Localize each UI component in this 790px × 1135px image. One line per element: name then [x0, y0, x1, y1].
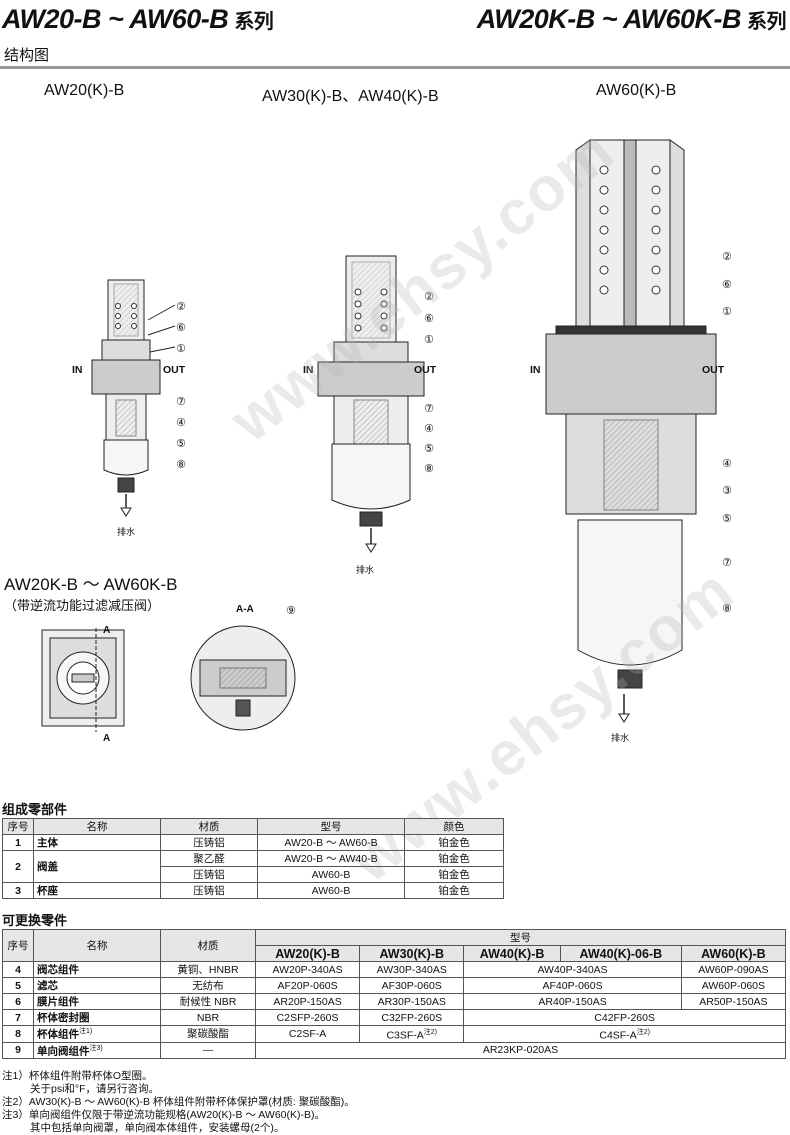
- drain-label-aw60: 排水: [611, 732, 629, 743]
- diagram-k-top-view: [41, 628, 125, 732]
- in-label-aw60: IN: [530, 364, 541, 376]
- table-row: 9 单向阀组件注3) — AR23KP-020AS: [2, 1041, 786, 1059]
- table-header-row: 序号 名称 材质 型号 颜色: [2, 818, 504, 835]
- parts-table-title: 组成零部件: [2, 802, 68, 817]
- table-row: 5 滤芯 无纺布 AF20P-060S AF30P-060S AF40P-060…: [2, 977, 787, 994]
- callouts-aw30-40: ② ⑥ ① ⑦ ④ ⑤ ⑧: [424, 291, 434, 475]
- svg-text:⑤: ⑤: [722, 513, 732, 525]
- model-caption-aw20: AW20(K)-B: [44, 82, 125, 99]
- svg-text:⑥: ⑥: [176, 322, 186, 334]
- table-row: 压铸铝 AW60-B 铂金色: [3, 866, 504, 883]
- replace-table: 序号 名称 材质 型号 AW20(K)-B AW30(K)-B AW40(K)-…: [2, 929, 787, 1059]
- table-header-row: AW20(K)-B AW30(K)-B AW40(K)-B AW40(K)-06…: [3, 945, 787, 962]
- k-variant-subtitle: （带逆流功能过滤减压阀）: [4, 598, 161, 613]
- callouts-aw20: ② ⑥ ① ⑦ ④ ⑤ ⑧: [147, 301, 186, 471]
- note-2: 注2）AW30(K)-B ～ AW60(K)-B 杯体组件附带杯体保护罩(材质:…: [2, 1096, 355, 1108]
- svg-text:④: ④: [424, 423, 434, 435]
- diagram-aw30-40: [317, 255, 425, 553]
- svg-text:⑧: ⑧: [722, 603, 732, 615]
- table-row: 8 杯体组件注1) 聚碳酸酯 C2SF-A C3SF-A注2) C4SF-A注2…: [2, 1025, 786, 1043]
- section-subtitle: 结构图: [4, 47, 50, 64]
- out-label-aw30: OUT: [414, 364, 437, 376]
- drain-label-aw20: 排水: [117, 526, 135, 537]
- note-1-cont: 关于psi和°F，请另行咨询。: [30, 1083, 160, 1095]
- in-label-aw20: IN: [72, 364, 83, 376]
- table-row: 7 杯体密封圈 NBR C2SFP-260S C32FP-260S C42FP-…: [2, 1009, 786, 1026]
- svg-text:⑦: ⑦: [722, 557, 732, 569]
- note-3: 注3）单向阀组件仅限于带逆流功能规格(AW20(K)-B ～ AW60(K)-B…: [2, 1109, 325, 1121]
- out-label-aw60: OUT: [702, 364, 725, 376]
- svg-text:⑥: ⑥: [424, 313, 434, 325]
- svg-text:④: ④: [722, 458, 732, 470]
- table-row: 6 膜片组件 耐候性 NBR AR20P-150AS AR30P-150AS A…: [2, 993, 787, 1010]
- svg-text:⑤: ⑤: [424, 443, 434, 455]
- callout-9: ⑨: [286, 605, 296, 617]
- structure-diagrams: IN OUT IN OUT IN OUT 排水 排水 排水 A-A A A ② …: [41, 139, 732, 744]
- svg-text:⑦: ⑦: [176, 396, 186, 408]
- table-row: 3 杯座 压铸铝 AW60-B 铂金色: [2, 882, 504, 899]
- table-row: 4 阀芯组件 黄铜、HNBR AW20P-340AS AW30P-340AS A…: [2, 961, 787, 978]
- svg-text:⑧: ⑧: [176, 459, 186, 471]
- svg-text:①: ①: [722, 306, 732, 318]
- parts-table: 序号 名称 材质 型号 颜色 1 主体 压铸铝 AW20-B ～ AW60-B …: [2, 818, 504, 899]
- svg-text:①: ①: [424, 334, 434, 346]
- replace-table-title: 可更换零件: [2, 913, 68, 928]
- svg-text:⑤: ⑤: [176, 438, 186, 450]
- table-row: 2 阀盖 聚乙醛 AW20-B ～ AW40-B 铂金色: [2, 850, 504, 883]
- note-3-cont: 其中包括单向阀罩，单向阀本体组件，安装螺母(2个)。: [30, 1122, 285, 1134]
- svg-text:⑧: ⑧: [424, 463, 434, 475]
- in-label-aw30: IN: [303, 364, 314, 376]
- model-caption-aw60: AW60(K)-B: [596, 82, 677, 99]
- svg-text:⑥: ⑥: [722, 279, 732, 291]
- diagram-k-section-view: [190, 625, 296, 731]
- table-header-row: 序号 名称 材质 型号: [2, 929, 786, 962]
- k-variant-title: AW20K-B ～ AW60K-B: [4, 575, 178, 594]
- svg-text:②: ②: [424, 291, 434, 303]
- section-aa-label: A-A: [236, 604, 254, 615]
- model-caption-aw30-40: AW30(K)-B、AW40(K)-B: [262, 88, 439, 105]
- svg-text:②: ②: [176, 301, 186, 313]
- svg-text:⑦: ⑦: [424, 403, 434, 415]
- notes: 注1）杯体组件附带杯体O型圈。 关于psi和°F，请另行咨询。 注2）AW30(…: [2, 1070, 355, 1135]
- drain-label-aw30: 排水: [356, 564, 374, 575]
- svg-text:②: ②: [722, 251, 732, 263]
- svg-text:①: ①: [176, 343, 186, 355]
- header-divider: [0, 66, 790, 69]
- svg-text:④: ④: [176, 417, 186, 429]
- diagram-labels: IN OUT IN OUT IN OUT: [72, 364, 725, 376]
- table-row: 1 主体 压铸铝 AW20-B ～ AW60-B 铂金色: [2, 834, 504, 851]
- section-a-top: A: [103, 625, 110, 636]
- note-1: 注1）杯体组件附带杯体O型圈。: [2, 1070, 153, 1082]
- svg-text:③: ③: [722, 485, 732, 497]
- diagram-aw20: [91, 279, 161, 517]
- diagram-aw60: [545, 139, 717, 723]
- callouts-aw60: ② ⑥ ① ④ ③ ⑤ ⑦ ⑧: [722, 251, 732, 615]
- out-label-aw20: OUT: [163, 364, 186, 376]
- section-a-bottom: A: [103, 733, 110, 744]
